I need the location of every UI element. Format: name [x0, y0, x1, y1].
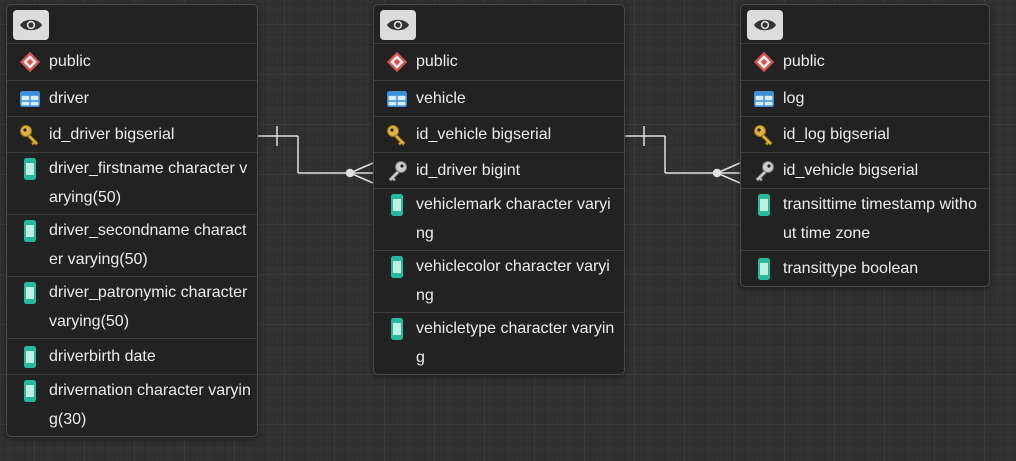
column-row[interactable]: vehiclemark character varying: [374, 188, 624, 250]
table-name-row-label: log: [783, 90, 805, 107]
schema-icon: [753, 47, 775, 76]
column-row-label: driver_firstname character varying(50): [49, 160, 248, 206]
table-header: [741, 5, 989, 44]
column-row[interactable]: vehiclecolor character varying: [374, 250, 624, 312]
table-icon: [19, 84, 41, 113]
relation-driver-vehicle: [256, 126, 374, 184]
column-row-label: vehiclemark character varying: [416, 196, 611, 242]
schema-row-label: public: [49, 53, 91, 70]
column-row[interactable]: drivernation character varying(30): [7, 374, 257, 436]
column-row-label: vehiclecolor character varying: [416, 258, 610, 304]
column-row-label: id_driver bigint: [416, 162, 521, 179]
column-row-label: id_log bigserial: [783, 126, 890, 143]
eye-icon[interactable]: [380, 10, 416, 40]
column-icon: [386, 252, 408, 281]
column-icon: [19, 278, 41, 307]
table-header: [374, 5, 624, 44]
column-row-label: transittype boolean: [783, 260, 919, 277]
column-row[interactable]: driver_secondname character varying(50): [7, 214, 257, 276]
schema-icon: [19, 47, 41, 76]
column-row[interactable]: driver_patronymic character varying(50): [7, 276, 257, 338]
table-body: public driver id_driver bigserial driver…: [7, 44, 257, 436]
column-row-label: vehicletype character varying: [416, 320, 615, 366]
column-icon: [19, 154, 41, 183]
foreign-key-icon: [753, 156, 775, 185]
table-vehicle[interactable]: public vehicle id_vehicle bigserial id_d…: [373, 4, 625, 375]
schema-row[interactable]: public: [374, 44, 624, 80]
table-name-row-label: vehicle: [416, 90, 466, 107]
column-row-label: driverbirth date: [49, 348, 156, 365]
column-icon: [386, 190, 408, 219]
primary-key-icon: [386, 120, 408, 149]
relation-vehicle-log: [623, 126, 741, 184]
column-row[interactable]: id_driver bigint: [374, 152, 624, 188]
column-row[interactable]: vehicletype character varying: [374, 312, 624, 374]
column-row-label: drivernation character varying(30): [49, 382, 251, 428]
primary-key-icon: [753, 120, 775, 149]
column-icon: [386, 314, 408, 343]
table-log[interactable]: public log id_log bigserial id_vehicle b…: [740, 4, 990, 287]
table-name-row[interactable]: vehicle: [374, 80, 624, 116]
table-icon: [753, 84, 775, 113]
column-row[interactable]: transittype boolean: [741, 250, 989, 286]
column-icon: [753, 190, 775, 219]
column-row[interactable]: id_vehicle bigserial: [741, 152, 989, 188]
column-row[interactable]: transittime timestamp without time zone: [741, 188, 989, 250]
column-row-label: id_driver bigserial: [49, 126, 175, 143]
schema-row-label: public: [416, 53, 458, 70]
primary-key-icon: [19, 120, 41, 149]
column-row-label: id_vehicle bigserial: [416, 126, 552, 143]
table-driver[interactable]: public driver id_driver bigserial driver…: [6, 4, 258, 437]
table-body: public vehicle id_vehicle bigserial id_d…: [374, 44, 624, 374]
column-row-label: driver_patronymic character varying(50): [49, 284, 248, 330]
schema-icon: [386, 47, 408, 76]
schema-row[interactable]: public: [741, 44, 989, 80]
schema-row-label: public: [783, 53, 825, 70]
column-row-label: driver_secondname character varying(50): [49, 222, 247, 268]
table-name-row[interactable]: driver: [7, 80, 257, 116]
column-row[interactable]: driver_firstname character varying(50): [7, 152, 257, 214]
column-icon: [19, 376, 41, 405]
eye-icon[interactable]: [13, 10, 49, 40]
column-icon: [753, 254, 775, 283]
table-header: [7, 5, 257, 44]
column-row[interactable]: id_vehicle bigserial: [374, 116, 624, 152]
table-icon: [386, 84, 408, 113]
schema-row[interactable]: public: [7, 44, 257, 80]
table-name-row-label: driver: [49, 90, 90, 107]
table-name-row[interactable]: log: [741, 80, 989, 116]
column-icon: [19, 342, 41, 371]
column-row-label: id_vehicle bigserial: [783, 162, 919, 179]
column-row-label: transittime timestamp without time zone: [783, 196, 977, 242]
table-body: public log id_log bigserial id_vehicle b…: [741, 44, 989, 286]
column-row[interactable]: driverbirth date: [7, 338, 257, 374]
column-row[interactable]: id_log bigserial: [741, 116, 989, 152]
eye-icon[interactable]: [747, 10, 783, 40]
foreign-key-icon: [386, 156, 408, 185]
column-row[interactable]: id_driver bigserial: [7, 116, 257, 152]
column-icon: [19, 216, 41, 245]
